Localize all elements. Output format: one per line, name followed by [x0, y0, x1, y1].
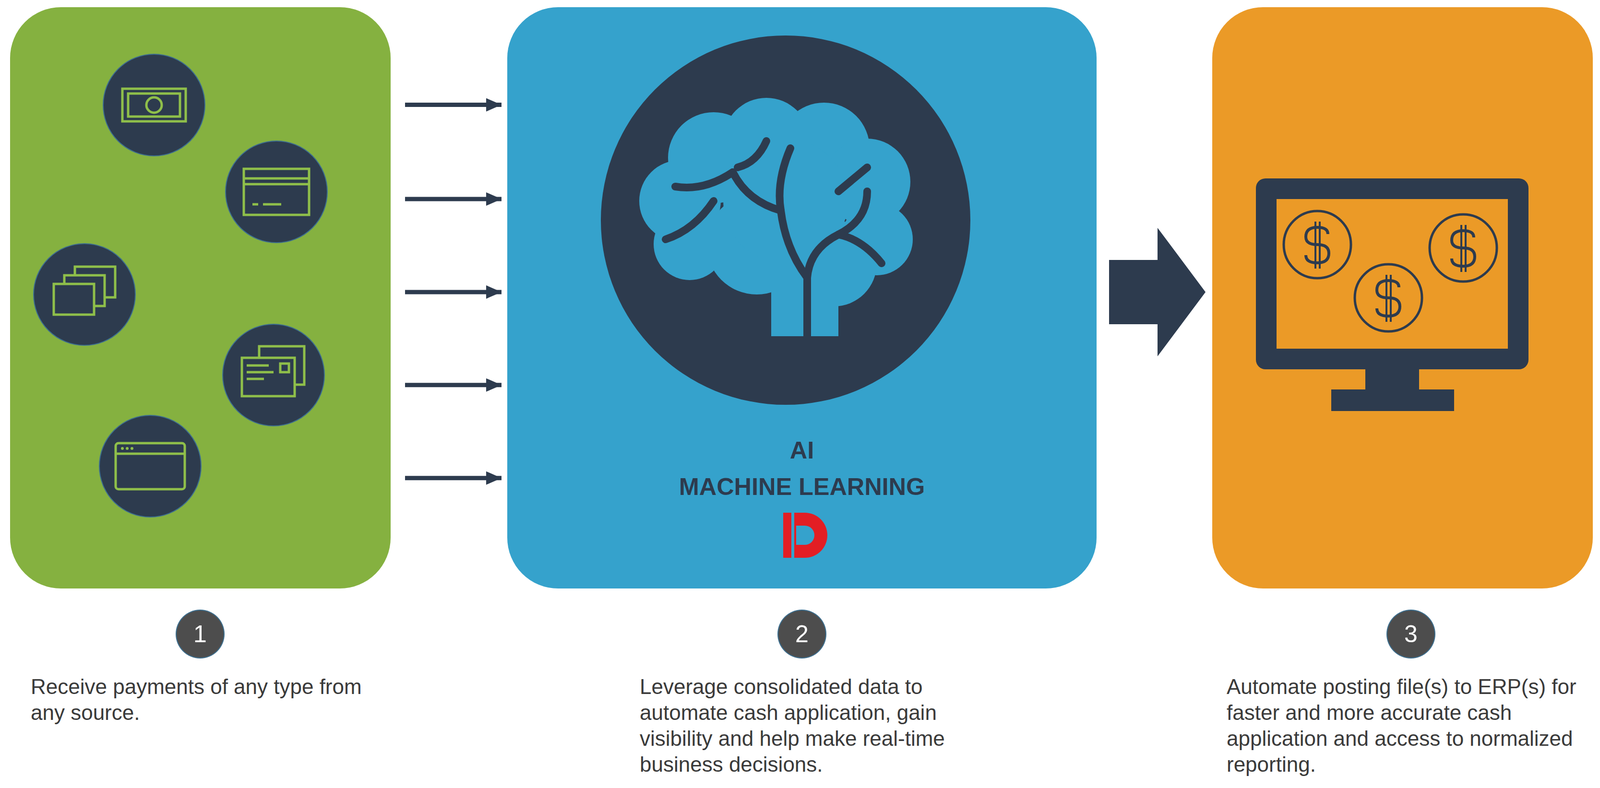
process-panel: AIMACHINE LEARNING2Leverage consolidated… [507, 7, 1097, 589]
step-description: Automate posting file(s) to ERP(s) for f… [1226, 674, 1592, 778]
card-icon [225, 141, 328, 243]
input-arrow [405, 476, 502, 481]
panel-heading: AI [507, 434, 1097, 467]
company-logo [783, 513, 828, 559]
check-icon [222, 324, 325, 427]
payment-icons [33, 54, 328, 518]
step-number: 3 [1387, 610, 1435, 658]
documents-icon [33, 243, 136, 346]
step-description: Receive payments of any type from any so… [30, 674, 362, 727]
dollar-coin [1283, 211, 1351, 279]
panel-heading: MACHINE LEARNING [507, 471, 1097, 503]
brain-icon [600, 35, 971, 406]
cash-icon [103, 54, 205, 156]
input-arrow [405, 382, 502, 388]
step-number: 2 [778, 610, 826, 658]
browser-icon [99, 415, 202, 518]
flow-arrow [1109, 227, 1206, 357]
input-arrow [405, 196, 502, 202]
monitor-icon [1255, 178, 1529, 412]
dollar-coin [1429, 214, 1497, 282]
step-number: 1 [176, 610, 224, 658]
input-arrow [405, 102, 502, 108]
dollar-coin [1354, 264, 1422, 332]
input-panel: 1Receive payments of any type from any s… [10, 7, 391, 589]
output-panel: 3Automate posting file(s) to ERP(s) for … [1212, 7, 1593, 589]
step-description: Leverage consolidated data to automate c… [639, 674, 1005, 778]
input-arrow [405, 289, 502, 295]
